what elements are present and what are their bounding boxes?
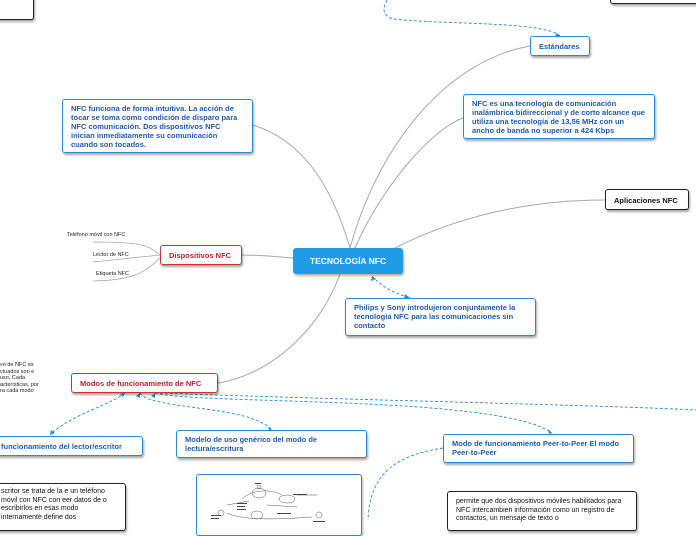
peer-to-peer-node[interactable]: Modo de funcionamiento Peer-to-Peer El m… — [443, 434, 634, 463]
reader-writer-diagram — [211, 483, 325, 522]
dispositivos-node[interactable]: Dispositivos NFC — [160, 245, 242, 265]
modos-note-text: vo de NFC es ctuados son e uso. Cada act… — [0, 362, 39, 394]
estandares-node[interactable]: Estándares — [530, 36, 590, 56]
modelo-generico-node[interactable]: Modelo de uso genérico del modo de lectu… — [176, 430, 367, 458]
modos-node[interactable]: Modos de funcionamiento de NFC — [71, 373, 218, 393]
intuitiva-node[interactable]: NFC funciona de forma intuitiva. La acci… — [62, 99, 253, 153]
philips-node[interactable]: Philips y Sony introdujeron conjuntament… — [345, 298, 536, 336]
lector-escritor-node[interactable]: funcionamiento del lector/escritor — [0, 436, 143, 456]
definicion-node[interactable]: NFC es una tecnología de comunicación in… — [463, 94, 655, 139]
central-topic[interactable]: TECNOLOGÍA NFC — [293, 248, 403, 274]
peer-to-peer-text[interactable]: permite que dos dispositivos móviles hab… — [447, 491, 637, 531]
dispositivo-item[interactable]: Teléfono móvil con NFC — [67, 232, 126, 238]
diagram-image — [196, 474, 362, 536]
dispositivo-item[interactable]: Etiqueta NFC — [96, 271, 130, 277]
dispositivo-item[interactable]: Lector de NFC — [93, 252, 129, 258]
mindmap-connectors — [49, 0, 696, 520]
aplicaciones-node[interactable]: Aplicaciones NFC — [605, 189, 689, 210]
partial-node-top-left[interactable] — [0, 0, 34, 20]
lector-escritor-text[interactable]: scritor se trata de la e un teléfono móv… — [0, 483, 126, 531]
partial-node-top-right[interactable] — [610, 0, 696, 4]
